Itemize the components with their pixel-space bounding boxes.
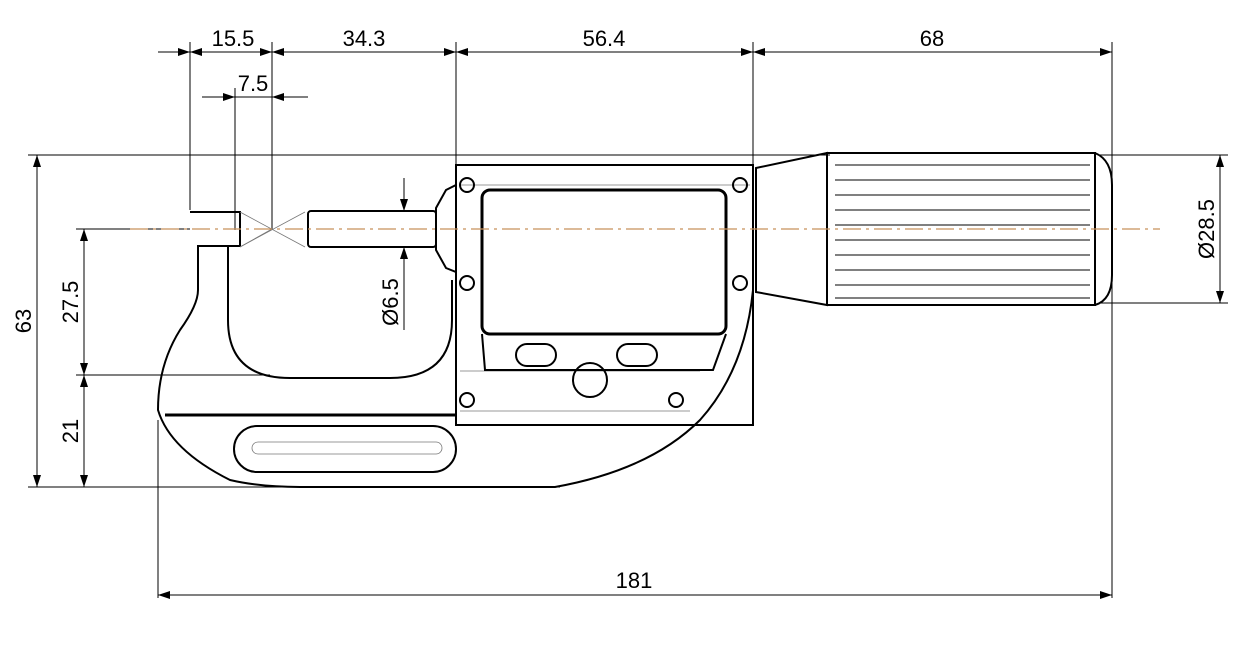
- knurl-ribs: [835, 164, 1090, 299]
- button-right[interactable]: [616, 343, 658, 367]
- display-housing: [455, 164, 754, 426]
- dim-anvil-width: 7.5: [238, 71, 269, 96]
- dim-base-height: 21: [58, 419, 83, 443]
- extension-lines: [28, 42, 1228, 598]
- lcd-screen: [480, 188, 728, 336]
- thimble: [755, 151, 1113, 307]
- dim-thimble-diameter: Ø28.5: [1194, 199, 1219, 259]
- dimension-lines: [33, 48, 1224, 599]
- button-left[interactable]: [515, 343, 557, 367]
- dim-axis-height: 27.5: [58, 281, 83, 324]
- micrometer-frame: [156, 211, 754, 488]
- dim-gap: 34.3: [343, 26, 386, 51]
- dim-anvil-offset: 15.5: [212, 26, 255, 51]
- dim-body-width: 56.4: [583, 26, 626, 51]
- screw-icons: [459, 177, 748, 408]
- button-center[interactable]: [572, 362, 608, 398]
- dim-spindle-diameter: Ø6.5: [378, 278, 403, 326]
- dim-overall-length: 181: [616, 568, 653, 593]
- dim-overall-height: 63: [11, 309, 36, 333]
- dim-thimble-length: 68: [920, 26, 944, 51]
